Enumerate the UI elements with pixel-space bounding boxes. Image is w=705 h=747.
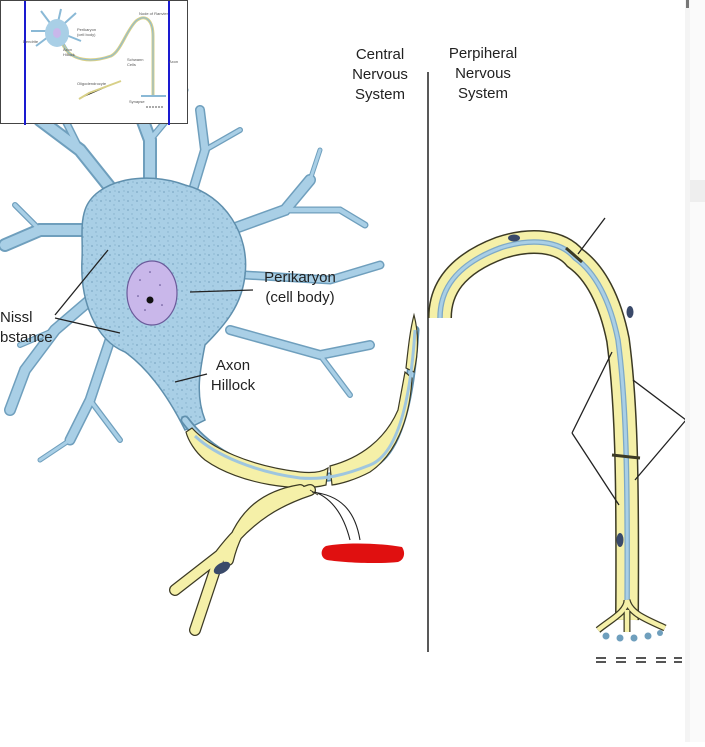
pns-axon	[428, 230, 682, 663]
thumb-label-node-of-ranvier: Node of Ranvier	[139, 11, 168, 16]
redaction-mark	[321, 543, 405, 564]
thumb-label-perikaryon: Perikaryon (cell body)	[77, 27, 97, 37]
thumb-label-axon: Axon	[169, 59, 179, 64]
thumb-label-dendrite: Dendrite	[23, 39, 39, 44]
peripheral-nervous-system-header: Perpiheral Nervous System	[448, 45, 518, 102]
label-pointers	[54, 249, 254, 383]
cns-myelin-segments	[185, 312, 418, 489]
edge-band	[689, 180, 705, 202]
thumbnail-image	[24, 1, 170, 125]
thumb-label-schwann-cells: Schwann Cells	[127, 57, 144, 67]
vertical-scrollbar[interactable]	[685, 0, 690, 742]
oligodendrocyte	[169, 484, 319, 636]
nucleus	[126, 260, 178, 326]
nissl-substance-label: Nissl bstance	[0, 309, 53, 346]
thumbnail-preview[interactable]: Node of Ranvier Perikaryon (cell body) A…	[0, 0, 188, 125]
synapse-receptors	[596, 657, 682, 663]
scrollbar-thumb[interactable]	[686, 0, 689, 8]
thumb-label-axon-hillock: Axon Hillock	[63, 47, 75, 57]
thumb-label-oligodendrocyte: Oligodendrocyte	[77, 81, 107, 86]
central-nervous-system-header: Central Nervous System	[352, 46, 408, 103]
schwann-pointers	[571, 217, 687, 506]
axon-hillock-label: Axon Hillock	[210, 357, 256, 394]
right-edge-panel	[689, 0, 705, 742]
thumb-label-synapse: Synapse	[129, 99, 145, 104]
perikaryon-label: Perikaryon (cell body)	[264, 269, 336, 306]
